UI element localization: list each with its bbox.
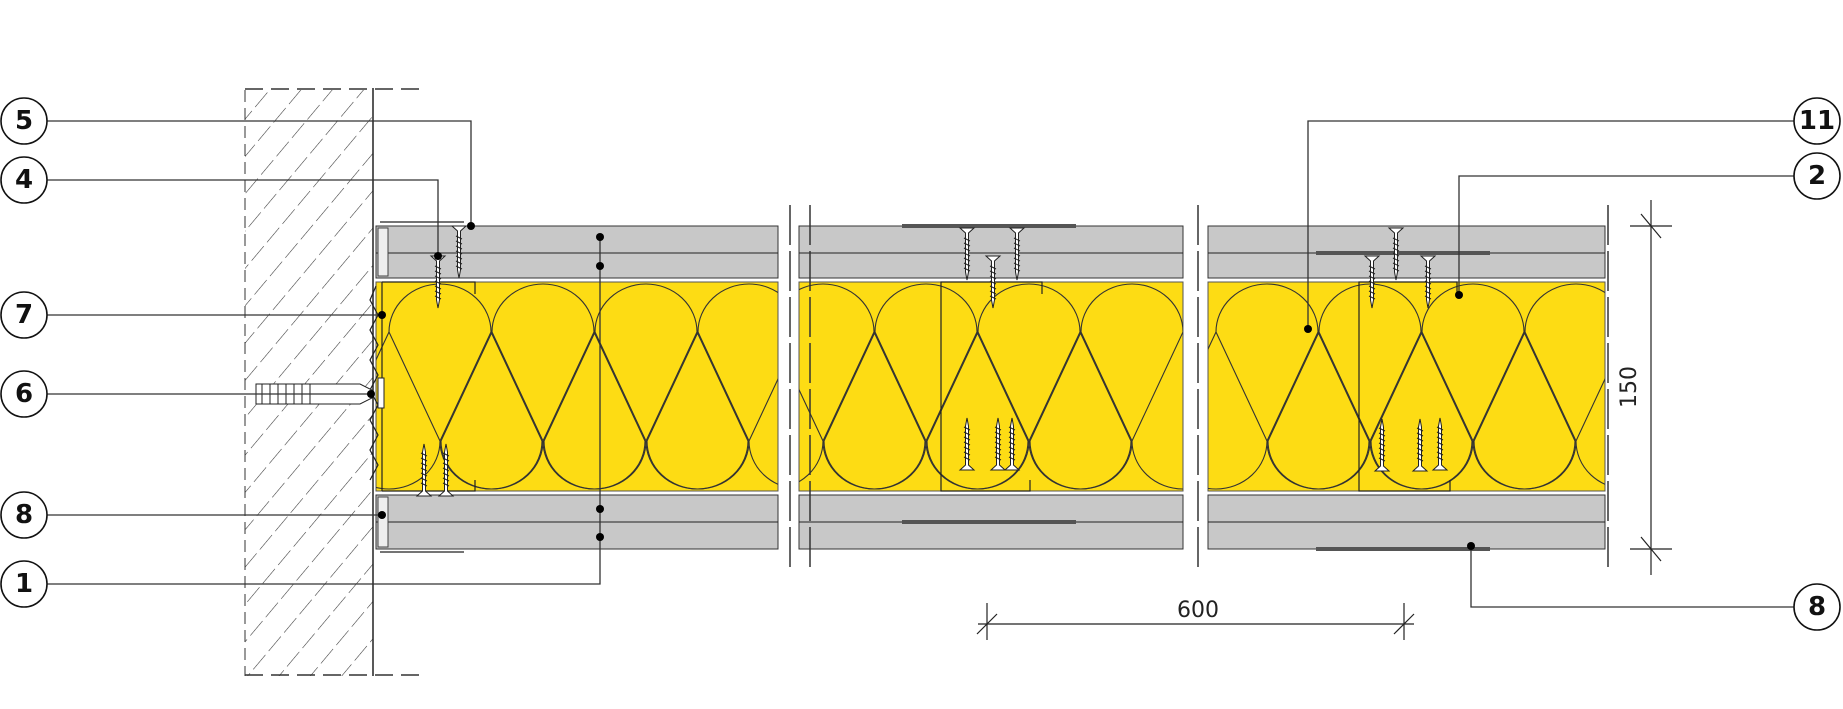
- callout-8-right: 8: [1793, 583, 1841, 631]
- callout-4: 4: [0, 156, 48, 204]
- callout-1: 1: [0, 560, 48, 608]
- svg-text:11: 11: [1799, 106, 1835, 136]
- svg-text:5: 5: [15, 106, 33, 136]
- svg-text:600: 600: [1177, 598, 1219, 623]
- svg-text:6: 6: [15, 379, 33, 409]
- wall-section-3: [1197, 205, 1609, 570]
- dimension-spacing: 600: [976, 598, 1415, 640]
- svg-text:150: 150: [1617, 366, 1642, 408]
- callout-8-left: 8: [0, 491, 48, 539]
- callout-6: 6: [0, 370, 48, 418]
- callout-11: 11: [1793, 97, 1841, 145]
- svg-text:8: 8: [1808, 592, 1826, 622]
- wall-section-1: [255, 221, 779, 553]
- masonry-wall: [244, 88, 420, 676]
- dimension-thickness: 150: [1617, 200, 1672, 575]
- leader-lines: [47, 120, 1794, 608]
- svg-text:1: 1: [15, 569, 33, 599]
- wall-section-2: [789, 205, 1184, 570]
- callout-5: 5: [0, 97, 48, 145]
- svg-text:7: 7: [15, 300, 33, 330]
- callout-7: 7: [0, 291, 48, 339]
- svg-text:2: 2: [1808, 161, 1826, 191]
- svg-text:8: 8: [15, 500, 33, 530]
- svg-text:4: 4: [15, 165, 33, 195]
- callout-2: 2: [1793, 152, 1841, 200]
